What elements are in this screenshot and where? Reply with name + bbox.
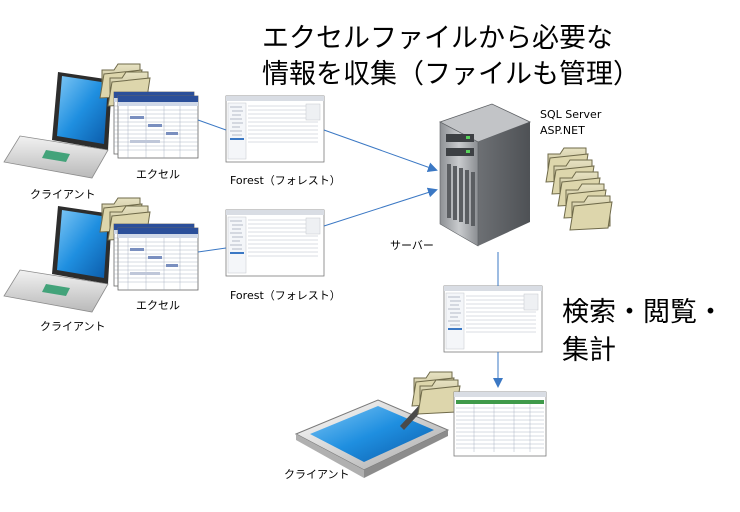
- server-folders-icon: [545, 147, 613, 231]
- excel-1-label: エクセル: [136, 168, 180, 181]
- client-1-label: クライアント: [30, 188, 96, 201]
- laptop-2-icon: [3, 206, 112, 313]
- arrow-forest2-to-server: [323, 187, 438, 227]
- excel-sheet-1-icon: [113, 91, 199, 159]
- search-line-2: 集計: [562, 335, 616, 366]
- tablet-report-window: [453, 391, 547, 457]
- forest-2-label: Forest（フォレスト）: [230, 289, 341, 302]
- forest-window-1: [225, 95, 325, 163]
- forest-window-3: [443, 285, 543, 353]
- excel-2-label: エクセル: [136, 299, 180, 312]
- tablet-icon: [294, 399, 450, 478]
- server-line-1: SQL Server: [540, 108, 602, 121]
- laptop-1-icon: [3, 72, 112, 179]
- server-icon: [438, 103, 532, 247]
- client-2-label: クライアント: [40, 320, 106, 333]
- forest-1-label: Forest（フォレスト）: [230, 174, 341, 187]
- arrow-forest1-to-server: [323, 129, 438, 173]
- tablet-label: クライアント: [284, 468, 350, 481]
- forest-window-2: [225, 209, 325, 277]
- tablet-folder-icon: [411, 371, 461, 415]
- title-line-2: 情報を収集（ファイルも管理）: [262, 59, 640, 90]
- server-label: サーバー: [390, 239, 434, 252]
- server-line-2: ASP.NET: [540, 124, 585, 137]
- search-line-1: 検索・閲覧・: [562, 297, 724, 328]
- title-line-1: エクセルファイルから必要な: [262, 23, 613, 54]
- excel-sheet-2-icon: [113, 223, 199, 291]
